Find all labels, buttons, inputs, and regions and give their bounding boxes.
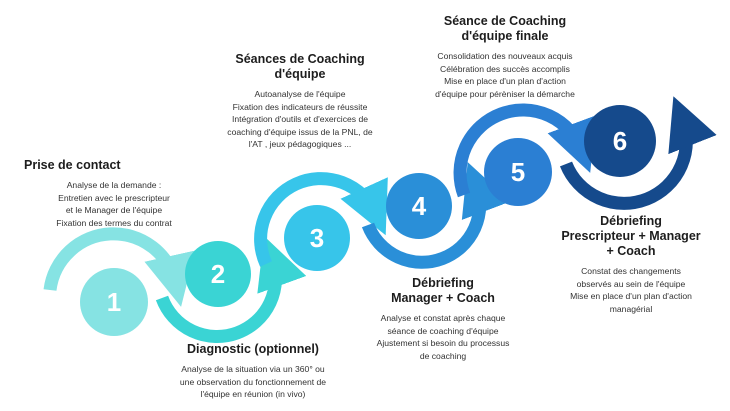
step-1-title: Prise de contact — [24, 158, 121, 172]
step-3-text: Séances de Coaching d'équipe Autoanalyse… — [196, 52, 404, 151]
step-1-ring — [43, 227, 196, 307]
step-5-number: 5 — [511, 157, 525, 187]
step-3-circle — [284, 205, 350, 271]
step-4-title: Débriefing Manager + Coach — [391, 276, 495, 305]
step-1-description: Analyse de la demande : Entretien avec l… — [56, 180, 172, 228]
step-6-ring — [559, 96, 717, 210]
step-4-ring — [361, 162, 511, 269]
step-4-circle — [386, 173, 452, 239]
step-3-title: Séances de Coaching d'équipe — [235, 52, 365, 81]
step-3-ring — [254, 172, 388, 267]
step-5-title: Séance de Coaching d'équipe finale — [443, 14, 567, 43]
step-5-circle — [484, 138, 552, 206]
step-4-number: 4 — [412, 191, 427, 221]
step-6-title: Débriefing Prescripteur + Manager + Coac… — [561, 214, 701, 258]
step-1-text: Prise de contact Analyse de la demande :… — [14, 158, 214, 229]
step-4-text: Débriefing Manager + Coach Analyse et co… — [352, 276, 534, 362]
step-6-number: 6 — [613, 126, 627, 156]
step-1-circle — [80, 268, 148, 336]
step-2-title: Diagnostic (optionnel) — [187, 342, 319, 356]
step-2-description: Analyse de la situation via un 360° ou u… — [179, 364, 327, 400]
step-6-circle — [584, 105, 656, 177]
step-1-number: 1 — [107, 287, 121, 317]
step-4-description: Analyse et constat après chaque séance d… — [376, 313, 510, 361]
step-3-description: Autoanalyse de l'équipe Fixation des ind… — [227, 89, 373, 150]
step-6-description: Constat des changements observés au sein… — [570, 266, 692, 314]
step-2-ring — [155, 235, 307, 343]
step-2-text: Diagnostic (optionnel) Analyse de la sit… — [143, 342, 363, 401]
step-5-text: Séance de Coaching d'équipe finale Conso… — [410, 14, 600, 100]
step-2-number: 2 — [211, 259, 225, 289]
step-2-circle — [185, 241, 251, 307]
step-5-description: Consolidation des nouveaux acquis Célébr… — [435, 51, 575, 99]
step-6-text: Débriefing Prescripteur + Manager + Coac… — [546, 214, 716, 315]
step-5-ring — [453, 103, 597, 198]
step-3-number: 3 — [310, 223, 324, 253]
